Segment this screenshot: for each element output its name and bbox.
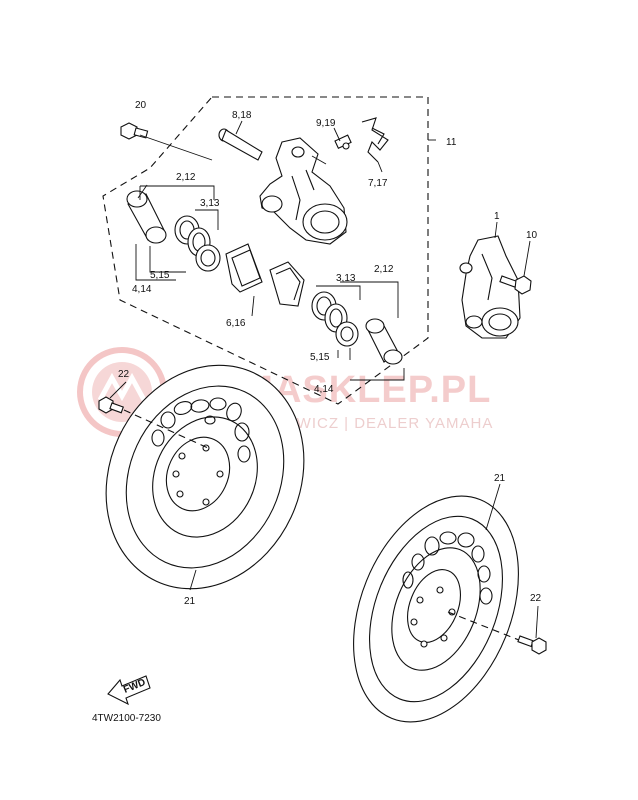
label-5-15-right: 5,15 [310,352,330,363]
bolt-20 [120,122,213,161]
leader-lines [135,139,501,591]
caliper-body [259,137,348,245]
label-11: 11 [446,137,457,148]
brake-pads-6-16 [225,243,305,307]
pin-8-18 [218,120,263,161]
label-4-14-left: 4,14 [132,284,152,295]
label-8-18: 8,18 [232,110,252,121]
label-7-17: 7,17 [368,178,388,189]
label-21-left: 21 [184,596,196,607]
label-22-right: 22 [530,593,542,604]
label-6-16: 6,16 [226,318,246,329]
part-code: 4TW2100-7230 [92,713,161,724]
label-5-15-left: 5,15 [150,270,170,281]
callout-labels: 20 8,18 9,19 7,17 11 2,12 3,13 5,15 4,14… [118,100,542,607]
pad-spring-7-17 [361,117,389,173]
label-21-right: 21 [494,473,506,484]
label-3-13-right: 3,13 [336,273,356,284]
disc-bolt-22-left [98,381,127,414]
piston-set-left [126,190,221,272]
caliper-assembly-1 [459,221,521,339]
fwd-arrow-icon: FWD [107,675,151,706]
label-22-left: 22 [118,369,130,380]
disc-bolt-22-right [517,605,547,655]
brake-disc-right [353,495,525,723]
piston-set-right [311,291,403,365]
label-1: 1 [494,211,500,222]
brake-disc-left [105,364,305,590]
label-9-19: 9,19 [316,118,336,129]
label-4-14-right: 4,14 [314,384,334,395]
label-20: 20 [135,100,147,111]
bolt-10 [499,240,532,295]
label-3-13-left: 3,13 [200,198,220,209]
label-2-12-right: 2,12 [374,264,394,275]
label-2-12-left: 2,12 [176,172,196,183]
label-10: 10 [526,230,538,241]
caliper-assembly-boundary [102,96,429,405]
bleed-screw-9-19 [333,127,352,150]
